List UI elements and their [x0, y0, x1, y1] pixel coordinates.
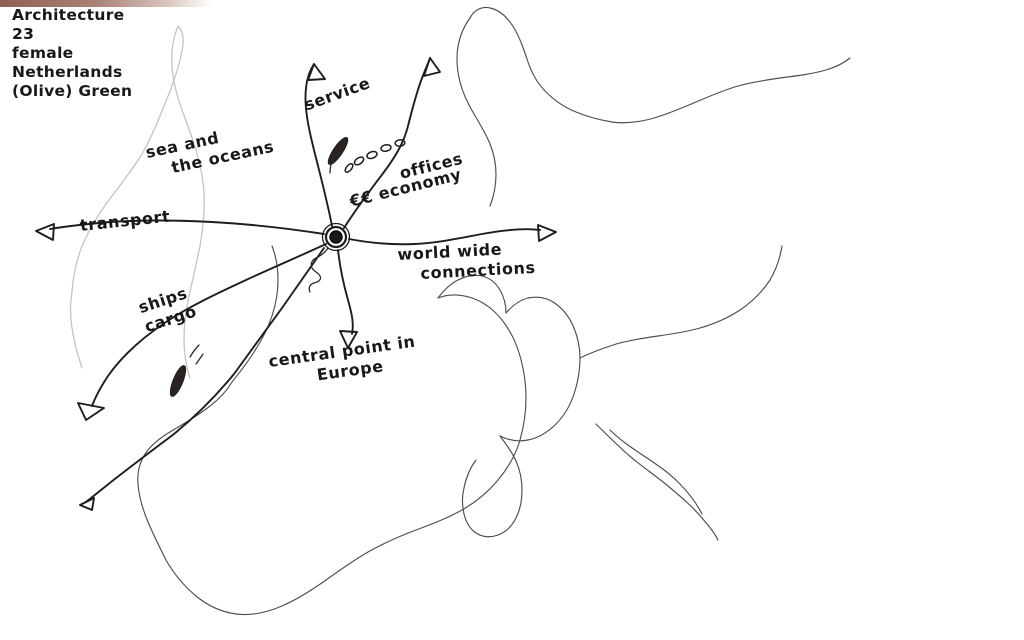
map-outline-north-sea — [456, 6, 851, 207]
header-line-age: 23 — [12, 24, 35, 43]
map-outline-italy — [461, 245, 783, 538]
arrow-transport — [35, 219, 325, 241]
arrow-offices — [343, 57, 441, 229]
label-world-wide-connections: world wide connections — [397, 238, 536, 284]
header-block: Architecture 23 female Netherlands (Oliv… — [12, 6, 132, 101]
map-outline-southeast — [595, 423, 719, 541]
central-node — [321, 222, 351, 252]
map-outline-scandinavia — [69, 25, 205, 379]
arrow-central-point — [337, 249, 358, 349]
squiggle-hub — [308, 247, 329, 293]
arrow-world-wide — [348, 224, 557, 246]
header-line-subject: Architecture — [12, 6, 125, 24]
map-outline-iberia — [137, 245, 527, 616]
header-line-country: Netherlands — [12, 62, 123, 81]
header-line-color: (Olive) Green — [12, 81, 133, 100]
boat-north-icon — [327, 136, 406, 174]
arrow-sea-oceans — [79, 247, 325, 511]
arrow-service — [304, 63, 333, 227]
boat-south-icon — [169, 344, 204, 397]
arrow-ships-cargo — [77, 243, 327, 421]
header-line-gender: female — [12, 43, 74, 62]
